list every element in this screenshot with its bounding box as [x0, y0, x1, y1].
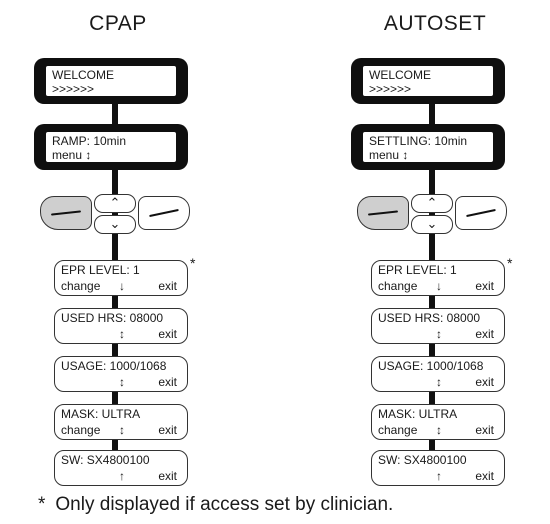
lcd-screen: WELCOME >>>>>>: [46, 66, 176, 96]
menu-line1: SW: SX4800100: [378, 453, 467, 467]
menu-item-epr-level: EPR LEVEL: 1 change ↓ exit: [371, 260, 505, 296]
menu-line1: USAGE: 1000/1068: [61, 359, 167, 373]
keypad: ⌃ ⌄: [357, 194, 507, 236]
footnote-star: *: [38, 494, 46, 515]
menu-right: exit: [475, 375, 494, 389]
arrow-icon: ↑: [436, 469, 442, 483]
menu-right: exit: [475, 327, 494, 341]
left-key-button[interactable]: [40, 196, 92, 230]
arrow-icon: ↕: [119, 375, 125, 389]
lcd-display-settling: SETTLING: 10min menu ↕: [351, 124, 505, 170]
menu-line1: MASK: ULTRA: [378, 407, 458, 421]
lcd-line2: menu ↕: [52, 148, 92, 162]
menu-item-usage: USAGE: 1000/1068 ↕ exit: [54, 356, 188, 392]
key-line: [367, 210, 399, 216]
lcd-line2: menu ↕: [369, 148, 409, 162]
arrow-icon: ↕: [119, 423, 125, 437]
chevron-down-icon[interactable]: ⌄: [411, 215, 453, 234]
up-down-keys: ⌃ ⌄: [94, 194, 136, 234]
up-down-keys: ⌃ ⌄: [411, 194, 453, 234]
key-line: [50, 210, 82, 216]
lcd-line1: WELCOME: [52, 68, 115, 82]
menu-item-used-hrs: USED HRS: 08000 ↕ exit: [54, 308, 188, 344]
menu-item-mask: MASK: ULTRA change ↕ exit: [371, 404, 505, 440]
menu-line1: USED HRS: 08000: [61, 311, 164, 325]
asterisk-note: *: [507, 255, 513, 271]
menu-right: exit: [158, 327, 177, 341]
autoset-column: AUTOSET WELCOME >>>>>> SETTLING: 10min m…: [317, 0, 550, 490]
menu-item-sw: SW: SX4800100 ↑ exit: [371, 450, 505, 486]
lcd-line2: >>>>>>: [52, 82, 95, 96]
right-key-button[interactable]: [138, 196, 190, 230]
menu-right: exit: [158, 375, 177, 389]
menu-line1: USED HRS: 08000: [378, 311, 481, 325]
menu-item-sw: SW: SX4800100 ↑ exit: [54, 450, 188, 486]
keypad: ⌃ ⌄: [40, 194, 190, 236]
menu-line1: SW: SX4800100: [61, 453, 150, 467]
arrow-icon: ↕: [119, 327, 125, 341]
menu-right: exit: [158, 469, 177, 483]
right-key-button[interactable]: [455, 196, 507, 230]
lcd-display-welcome: WELCOME >>>>>>: [34, 58, 188, 104]
key-line: [466, 208, 496, 218]
footnote: * Only displayed if access set by clinici…: [38, 494, 393, 516]
arrow-icon: ↑: [119, 469, 125, 483]
arrow-icon: ↕: [436, 375, 442, 389]
lcd-line1: SETTLING: 10min: [369, 134, 468, 148]
lcd-screen: WELCOME >>>>>>: [363, 66, 493, 96]
lcd-display-welcome: WELCOME >>>>>>: [351, 58, 505, 104]
lcd-screen: RAMP: 10min menu ↕: [46, 132, 176, 162]
footnote-text: Only displayed if access set by clinicia…: [55, 494, 394, 515]
menu-right: exit: [158, 423, 177, 437]
left-key-button[interactable]: [357, 196, 409, 230]
chevron-up-icon[interactable]: ⌃: [94, 194, 136, 213]
menu-item-usage: USAGE: 1000/1068 ↕ exit: [371, 356, 505, 392]
menu-right: exit: [475, 279, 494, 293]
menu-left: change: [61, 423, 101, 437]
asterisk-note: *: [190, 255, 196, 271]
key-line: [149, 208, 179, 218]
lcd-display-ramp: RAMP: 10min menu ↕: [34, 124, 188, 170]
menu-item-epr-level: EPR LEVEL: 1 change ↓ exit: [54, 260, 188, 296]
arrow-icon: ↕: [436, 423, 442, 437]
menu-left: change: [378, 279, 418, 293]
menu-line1: EPR LEVEL: 1: [378, 263, 457, 277]
arrow-icon: ↓: [119, 279, 125, 293]
menu-left: change: [378, 423, 418, 437]
menu-left: change: [61, 279, 101, 293]
column-title: CPAP: [89, 12, 147, 35]
chevron-down-icon[interactable]: ⌄: [94, 215, 136, 234]
chevron-up-icon[interactable]: ⌃: [411, 194, 453, 213]
menu-item-used-hrs: USED HRS: 08000 ↕ exit: [371, 308, 505, 344]
lcd-line1: RAMP: 10min: [52, 134, 127, 148]
menu-item-mask: MASK: ULTRA change ↕ exit: [54, 404, 188, 440]
arrow-icon: ↕: [436, 327, 442, 341]
menu-line1: EPR LEVEL: 1: [61, 263, 140, 277]
menu-right: exit: [475, 469, 494, 483]
menu-right: exit: [475, 423, 494, 437]
column-title: AUTOSET: [383, 12, 487, 35]
menu-line1: USAGE: 1000/1068: [378, 359, 484, 373]
lcd-line2: >>>>>>: [369, 82, 412, 96]
arrow-icon: ↓: [436, 279, 442, 293]
menu-right: exit: [158, 279, 177, 293]
menu-line1: MASK: ULTRA: [61, 407, 141, 421]
cpap-column: CPAP WELCOME >>>>>> RAMP: 10min menu ↕ ⌃…: [0, 0, 260, 490]
lcd-line1: WELCOME: [369, 68, 432, 82]
lcd-screen: SETTLING: 10min menu ↕: [363, 132, 493, 162]
